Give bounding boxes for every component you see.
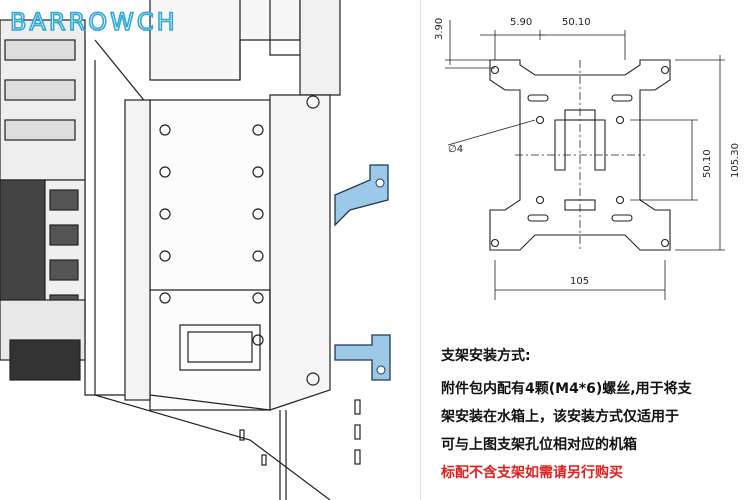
bracket-technical-drawing: 5.90 50.10 3.90 ∅4 50.10 105.30 105 [434, 17, 741, 300]
brand-logo: BARROWCH [8, 6, 238, 40]
dim-inner-height: 50.10 [702, 149, 713, 178]
brand-logo-text: BARROWCH [10, 8, 178, 36]
divider [420, 0, 421, 500]
dim-bottom-width: 105 [570, 276, 589, 287]
notes-line-2: 架安装在水箱上，该安装方式仅适用于 [441, 409, 679, 425]
installation-notes: 支架安装方式: 附件包内配有4颗(M4*6)螺丝,用于将支 架安装在水箱上，该安… [441, 346, 746, 484]
dim-top-width: 50.10 [562, 17, 591, 28]
dim-hole: ∅4 [448, 144, 463, 155]
dim-side-top: 3.90 [434, 18, 445, 40]
notes-line-1: 附件包内配有4颗(M4*6)螺丝,用于将支 [441, 381, 692, 397]
notes-warning: 标配不含支架如需请另行购买 [441, 465, 623, 481]
installation-illustration [0, 0, 391, 500]
notes-title: 支架安装方式: [441, 348, 531, 364]
dim-outer-height: 105.30 [730, 143, 741, 178]
notes-line-3: 可与上图支架孔位相对应的机箱 [441, 437, 637, 453]
dim-top-left: 5.90 [510, 17, 532, 28]
